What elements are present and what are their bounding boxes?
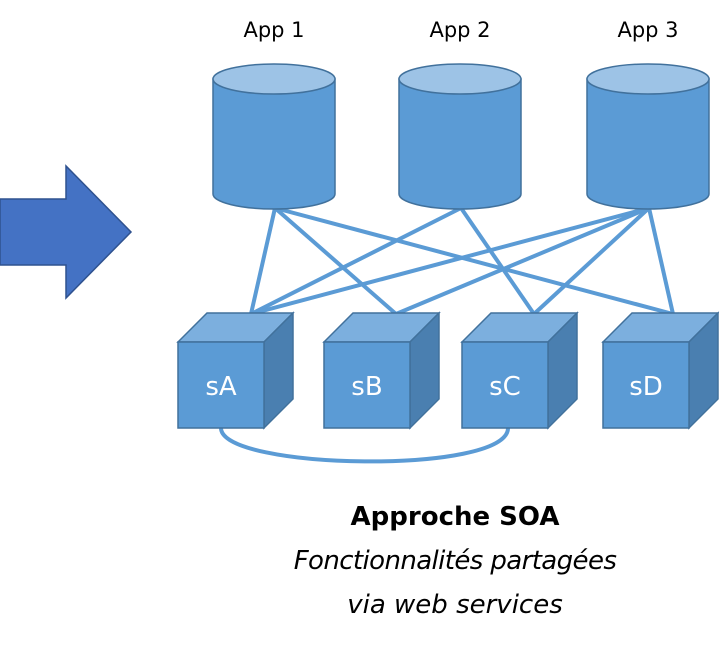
connector-app1-sD: [274, 206, 674, 316]
service-link-sA-sC: [219, 427, 510, 464]
connector-app1-sB: [273, 206, 398, 316]
cylinder-body: [212, 78, 336, 210]
connector-app3-sD: [647, 207, 675, 315]
connector-app3-sB: [395, 206, 650, 316]
cylinder-body: [398, 78, 522, 210]
cube-front-face: [177, 341, 265, 429]
service-label: sA: [205, 372, 237, 402]
services-group: sA sB sC sD: [176, 311, 719, 430]
app-cylinder-3[interactable]: App 3: [586, 18, 710, 210]
app-label: App 1: [243, 18, 304, 42]
cylinder-top: [398, 63, 522, 95]
connector-lines: [249, 206, 675, 316]
apps-group: App 1 App 2 App 3: [212, 18, 710, 210]
caption-line-1: Fonctionnalités partagées: [293, 546, 617, 576]
cylinder-top: [586, 63, 710, 95]
connector-app3-sC: [532, 206, 651, 316]
service-label: sC: [489, 372, 521, 402]
app-label: App 2: [429, 18, 490, 42]
caption-title: Approche SOA: [350, 502, 560, 532]
cube-front-face: [602, 341, 690, 429]
service-cube-sA[interactable]: sA: [176, 311, 295, 430]
service-label: sB: [351, 372, 382, 402]
cube-front-face: [461, 341, 549, 429]
service-cube-sC[interactable]: sC: [460, 311, 579, 430]
connector-app3-sA: [250, 206, 650, 316]
connector-app2-sC: [459, 206, 536, 316]
cylinder-top: [212, 63, 336, 95]
app-cylinder-1[interactable]: App 1: [212, 18, 336, 210]
service-cube-sB[interactable]: sB: [322, 311, 441, 430]
caption-line-2: via web services: [347, 590, 563, 620]
app-cylinder-2[interactable]: App 2: [398, 18, 522, 210]
app-label: App 3: [617, 18, 678, 42]
connector-app2-sA: [250, 206, 462, 316]
right-arrow-icon: [0, 164, 133, 300]
connector-app1-sA: [249, 207, 277, 315]
service-label: sD: [629, 372, 663, 402]
service-cube-sD[interactable]: sD: [601, 311, 719, 430]
cylinder-body: [586, 78, 710, 210]
cube-front-face: [323, 341, 411, 429]
